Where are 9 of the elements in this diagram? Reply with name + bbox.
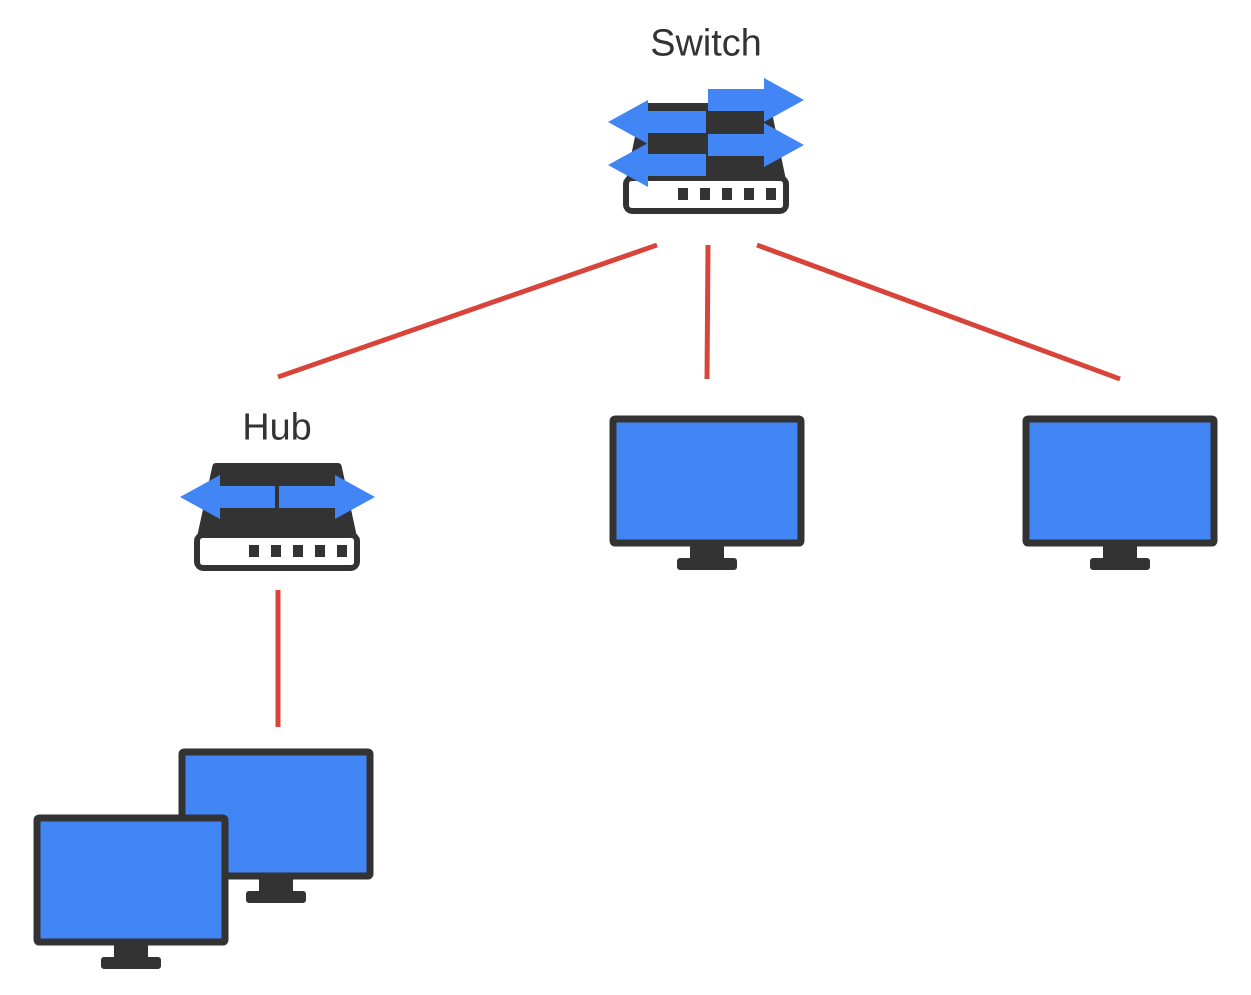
connection-line bbox=[756, 242, 1121, 382]
connection-line bbox=[277, 242, 658, 380]
monitors-drawing bbox=[33, 748, 374, 969]
device-label: Switch bbox=[651, 28, 760, 56]
connection-line bbox=[275, 590, 281, 727]
monitor-drawing bbox=[1022, 415, 1218, 570]
device-label: Hub bbox=[245, 412, 311, 440]
monitor-drawing bbox=[609, 415, 805, 570]
connection-line bbox=[704, 245, 711, 380]
